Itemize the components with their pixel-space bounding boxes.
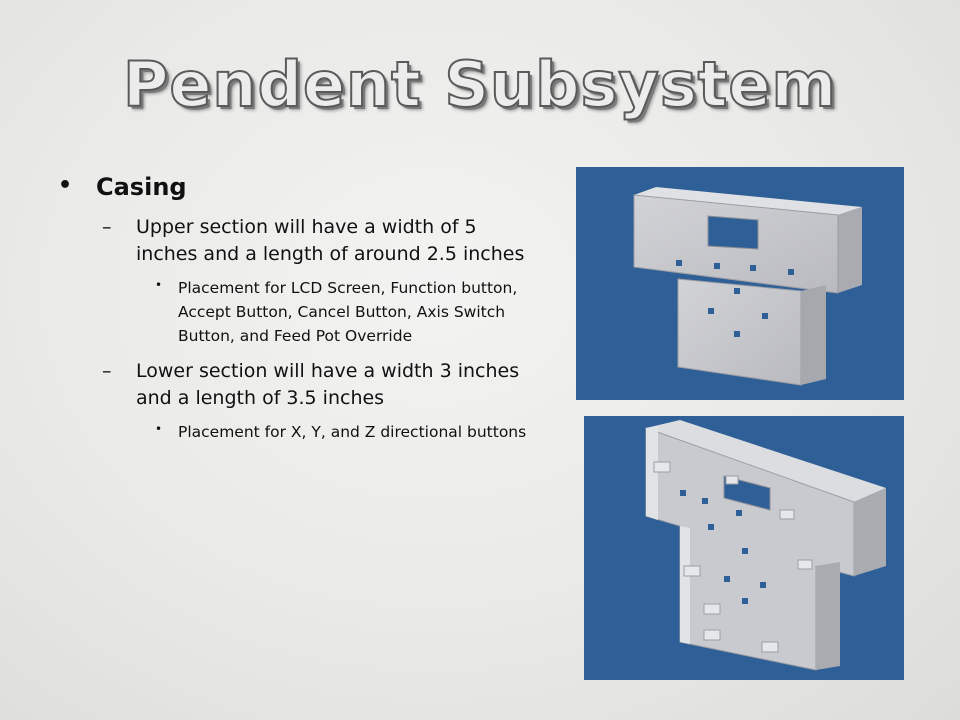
upper-rim-top xyxy=(646,420,886,502)
bullet-marker: • xyxy=(155,277,163,292)
dash-marker: – xyxy=(102,359,112,382)
lower-rim-side xyxy=(816,562,840,670)
casing-interior-render-graphic xyxy=(645,420,886,671)
upper-block-top-face xyxy=(634,187,862,215)
slide-title: Pendent Subsystem xyxy=(122,47,838,122)
bullet-lower-section: – Lower section will have a width 3 inch… xyxy=(58,358,528,412)
bullet-text: Placement for X, Y, and Z directional bu… xyxy=(178,422,527,441)
bullet-text: Lower section will have a width 3 inches… xyxy=(136,359,520,409)
lower-block-side-face xyxy=(801,285,826,385)
bullet-text: Upper section will have a width of 5 inc… xyxy=(136,216,525,265)
bullet-upper-section: – Upper section will have a width of 5 i… xyxy=(58,214,528,268)
casing-interior-render-image xyxy=(584,416,904,680)
lcd-cutout xyxy=(707,215,759,250)
bullet-text: Placement for LCD Screen, Function butto… xyxy=(178,278,518,345)
bullet-list: • Casing – Upper section will have a wid… xyxy=(58,172,528,454)
bullet-lower-detail: • Placement for X, Y, and Z directional … xyxy=(58,420,528,444)
bullet-upper-detail: • Placement for LCD Screen, Function but… xyxy=(58,276,528,348)
bullet-casing: • Casing xyxy=(58,172,528,202)
bullet-marker: • xyxy=(58,173,73,198)
left-wall xyxy=(646,426,658,520)
lower-left-wall xyxy=(680,526,690,644)
casing-front-render-image xyxy=(576,167,904,400)
mounting-bosses xyxy=(653,461,813,653)
dash-marker: – xyxy=(102,216,112,238)
bullet-text: Casing xyxy=(96,173,187,201)
button-holes xyxy=(680,490,766,604)
upper-rim-side xyxy=(854,488,886,576)
bullet-marker: • xyxy=(155,421,163,436)
button-holes xyxy=(676,260,794,337)
casing-front-render-graphic xyxy=(633,187,862,386)
upper-block-side-face xyxy=(838,207,862,293)
